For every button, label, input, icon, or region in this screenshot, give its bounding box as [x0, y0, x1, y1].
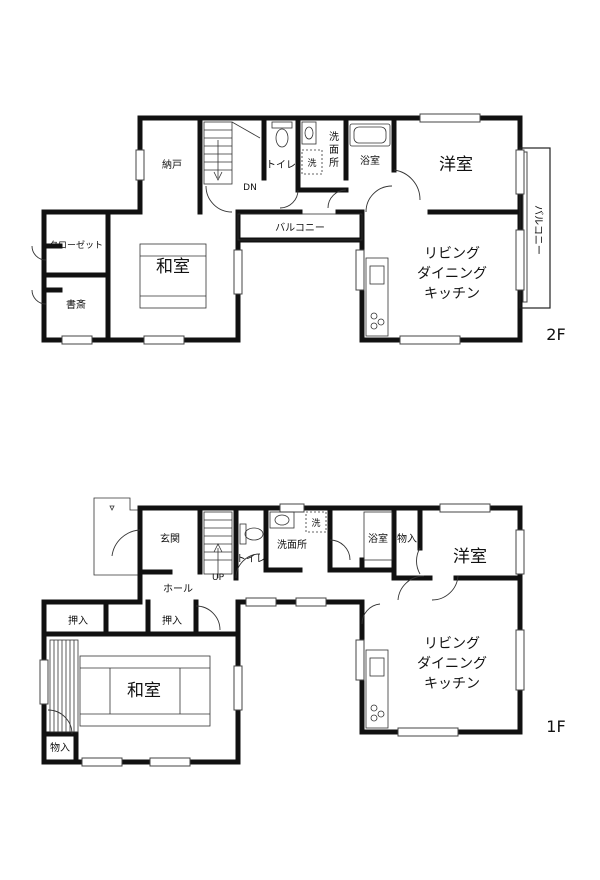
- sink-2f: [301, 121, 323, 175]
- doors-2f: [31, 169, 421, 305]
- kitchen-counter-1f: [365, 649, 389, 729]
- tatami-2f: [139, 243, 207, 309]
- window: [355, 249, 365, 291]
- room-ldk-2: ダイニング: [417, 266, 487, 282]
- kitchen-counter-2f: [365, 257, 389, 337]
- room-japanese: 和室: [127, 681, 161, 701]
- window: [397, 727, 459, 737]
- room-bath: 浴室: [360, 154, 380, 167]
- room-washroom-2: 面: [329, 145, 339, 156]
- room-ldk-2: ダイニング: [417, 656, 487, 672]
- washer-label: 洗: [307, 157, 316, 169]
- floor-2: 納戸 トイレ 洗 面 所 洗 浴室 洋室 クローゼット 書斎 和室 バルコニー …: [31, 113, 566, 345]
- window: [515, 149, 525, 195]
- window: [515, 529, 525, 575]
- stair-direction: UP: [212, 573, 225, 583]
- window: [39, 659, 49, 705]
- room-western: 洋室: [453, 547, 487, 567]
- room-ldk-3: キッチン: [424, 676, 480, 692]
- room-oshiire-2: 押入: [162, 614, 182, 627]
- room-japanese: 和室: [156, 257, 190, 277]
- room-washroom: 洗面所: [277, 539, 307, 551]
- window: [233, 665, 243, 711]
- bathtub-1f: [363, 511, 393, 561]
- window: [399, 335, 461, 345]
- room-storage-small: 物入: [397, 532, 417, 545]
- window: [143, 335, 185, 345]
- window: [295, 597, 327, 607]
- stairs-2f: [203, 121, 261, 185]
- window: [515, 629, 525, 691]
- room-bath: 浴室: [368, 532, 388, 545]
- floor-label-2f: 2F: [546, 325, 565, 344]
- window: [355, 639, 365, 681]
- room-storage: 納戸: [162, 158, 182, 171]
- window: [515, 229, 525, 291]
- toilet-fixture-1f: [239, 523, 264, 545]
- window: [279, 503, 305, 513]
- room-oshiire-1: 押入: [68, 614, 88, 627]
- room-balcony-mid: バルコニー: [275, 222, 325, 234]
- room-western: 洋室: [439, 155, 473, 175]
- room-ldk-1: リビング: [424, 636, 480, 652]
- room-ldk-3: キッチン: [424, 286, 480, 302]
- toilet-fixture-2f: [271, 121, 293, 148]
- room-hall: ホール: [163, 583, 193, 595]
- washer-label: 洗: [311, 517, 320, 529]
- window: [245, 597, 277, 607]
- window: [149, 757, 191, 767]
- window: [135, 149, 145, 181]
- stairs-1f: [203, 511, 233, 578]
- window: [419, 113, 481, 123]
- floor-1: 玄関 トイレ 洗面所 洗 浴室 物入 洋室 ホール UP 押入 押入 和室 物入…: [39, 497, 566, 767]
- stair-direction: DN: [243, 183, 257, 193]
- doors-1f: [47, 529, 459, 735]
- room-storage-corner: 物入: [50, 741, 70, 754]
- room-study: 書斎: [66, 298, 86, 311]
- room-balcony-side: バルコニー: [532, 205, 544, 255]
- room-ldk-1: リビング: [424, 246, 480, 262]
- room-washroom-1: 洗: [329, 131, 339, 143]
- window: [61, 335, 93, 345]
- room-entrance: 玄関: [160, 532, 180, 545]
- room-toilet: トイレ: [236, 554, 266, 565]
- window: [81, 757, 123, 767]
- tatami-1f: [49, 639, 211, 733]
- bathtub-2f: [349, 123, 391, 147]
- room-toilet: トイレ: [266, 160, 296, 171]
- sink-1f: [269, 511, 327, 533]
- window: [233, 249, 243, 295]
- window: [439, 503, 491, 513]
- room-closet: クローゼット: [49, 239, 103, 251]
- floor-label-1f: 1F: [546, 717, 565, 736]
- room-washroom-3: 所: [329, 157, 339, 169]
